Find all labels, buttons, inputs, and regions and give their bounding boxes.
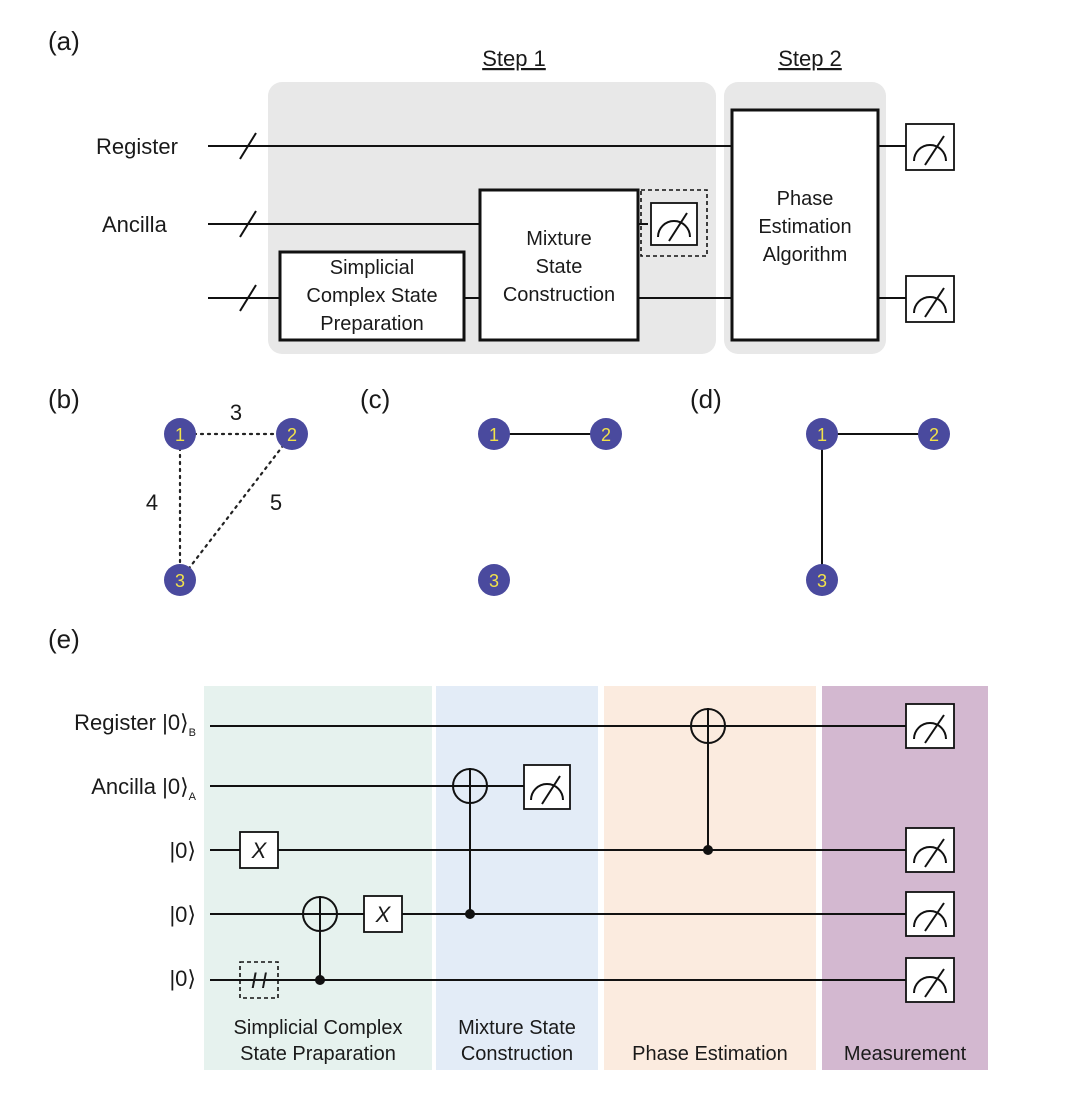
- node-label-2: 2: [287, 425, 297, 445]
- panel-label-d: (d): [690, 384, 722, 414]
- graph-d: 1 2 3: [806, 418, 950, 596]
- svg-text:Simplicial: Simplicial: [330, 257, 414, 279]
- meter-icon: [905, 123, 955, 171]
- cnot-target: [690, 708, 726, 744]
- graph-b: 3 4 5 1 2 3: [146, 400, 308, 596]
- node-2: [590, 418, 622, 450]
- mixture-section-bg: [436, 686, 598, 1070]
- svg-text:Estimation: Estimation: [758, 216, 851, 238]
- node-1: [164, 418, 196, 450]
- prep-section-label: Simplicial Complex: [234, 1017, 403, 1039]
- svg-text:State: State: [536, 256, 583, 278]
- weight-2-3: 5: [270, 490, 282, 515]
- node-3: [478, 564, 510, 596]
- hadamard-gate: H: [239, 961, 279, 999]
- meter-icon: [905, 891, 955, 937]
- svg-text:H: H: [251, 968, 267, 993]
- section-labels: Simplicial Complex State Praparation Mix…: [234, 1017, 967, 1065]
- svg-text:Register |0⟩B: Register |0⟩B: [74, 710, 196, 739]
- phase-section-label: Phase Estimation: [632, 1043, 788, 1065]
- svg-text:Construction: Construction: [503, 284, 615, 306]
- meter-icon: [650, 202, 698, 246]
- panel-label-c: (c): [360, 384, 390, 414]
- svg-text:X: X: [375, 902, 392, 927]
- ancilla-label: Ancilla: [102, 212, 168, 237]
- meter-icon: [905, 827, 955, 873]
- meter-icon: [523, 764, 571, 810]
- node-1: [478, 418, 510, 450]
- panel-e-wires: [210, 708, 906, 981]
- svg-text:Algorithm: Algorithm: [763, 244, 847, 266]
- measurement-section-label: Measurement: [844, 1043, 967, 1065]
- panel-label-a: (a): [48, 26, 80, 56]
- phase-estimation-box: Phase Estimation Algorithm: [730, 108, 880, 342]
- mixture-section-label: Mixture State: [458, 1017, 576, 1039]
- node-3: [164, 564, 196, 596]
- x-gate: X: [363, 895, 403, 933]
- weight-1-3: 4: [146, 490, 158, 515]
- wire-labels: Register |0⟩B Ancilla |0⟩A |0⟩ |0⟩ |0⟩: [74, 710, 197, 991]
- panel-label-e: (e): [48, 624, 80, 654]
- node-label-1: 1: [175, 425, 185, 445]
- node-2: [918, 418, 950, 450]
- measurement-section-bg: [822, 686, 988, 1070]
- svg-text:|0⟩: |0⟩: [169, 902, 196, 927]
- svg-text:Mixture: Mixture: [526, 228, 592, 250]
- panel-a-wires: [208, 132, 906, 312]
- node-1: [806, 418, 838, 450]
- x-gate: X: [239, 831, 279, 869]
- graph-c: 1 2 3: [478, 418, 622, 596]
- edge-2-3: [178, 432, 294, 582]
- node-label-3: 3: [817, 571, 827, 591]
- meter-icon: [905, 703, 955, 749]
- svg-text:Ancilla |0⟩A: Ancilla |0⟩A: [91, 774, 196, 803]
- svg-text:Complex State: Complex State: [306, 285, 437, 307]
- node-label-3: 3: [489, 571, 499, 591]
- cnot-control: [315, 975, 325, 985]
- mixture-section-label: Construction: [461, 1043, 573, 1065]
- svg-text:X: X: [251, 838, 268, 863]
- step2-heading: Step 2: [778, 46, 842, 71]
- cnot-control: [465, 909, 475, 919]
- panel-label-b: (b): [48, 384, 80, 414]
- cnot-target: [302, 896, 338, 932]
- prep-box: Simplicial Complex State Preparation: [278, 250, 466, 342]
- weight-1-2: 3: [230, 400, 242, 425]
- node-label-1: 1: [817, 425, 827, 445]
- ancilla-measure-dashed-frame: [640, 189, 708, 257]
- node-label-2: 2: [929, 425, 939, 445]
- cnot-target: [452, 768, 488, 804]
- prep-section-label: State Praparation: [240, 1043, 396, 1065]
- svg-text:|0⟩: |0⟩: [169, 966, 196, 991]
- meter-icon: [905, 957, 955, 1003]
- node-3: [806, 564, 838, 596]
- step1-heading: Step 1: [482, 46, 546, 71]
- cnot-control: [703, 845, 713, 855]
- register-label: Register: [96, 134, 178, 159]
- mixture-box: Mixture State Construction: [478, 188, 640, 342]
- node-label-3: 3: [175, 571, 185, 591]
- svg-text:|0⟩: |0⟩: [169, 838, 196, 863]
- prep-section-bg: [204, 686, 432, 1070]
- phase-section-bg: [604, 686, 816, 1070]
- svg-text:Preparation: Preparation: [320, 313, 423, 335]
- svg-text:Phase: Phase: [777, 188, 834, 210]
- node-label-1: 1: [489, 425, 499, 445]
- node-2: [276, 418, 308, 450]
- meter-icon: [905, 275, 955, 323]
- node-label-2: 2: [601, 425, 611, 445]
